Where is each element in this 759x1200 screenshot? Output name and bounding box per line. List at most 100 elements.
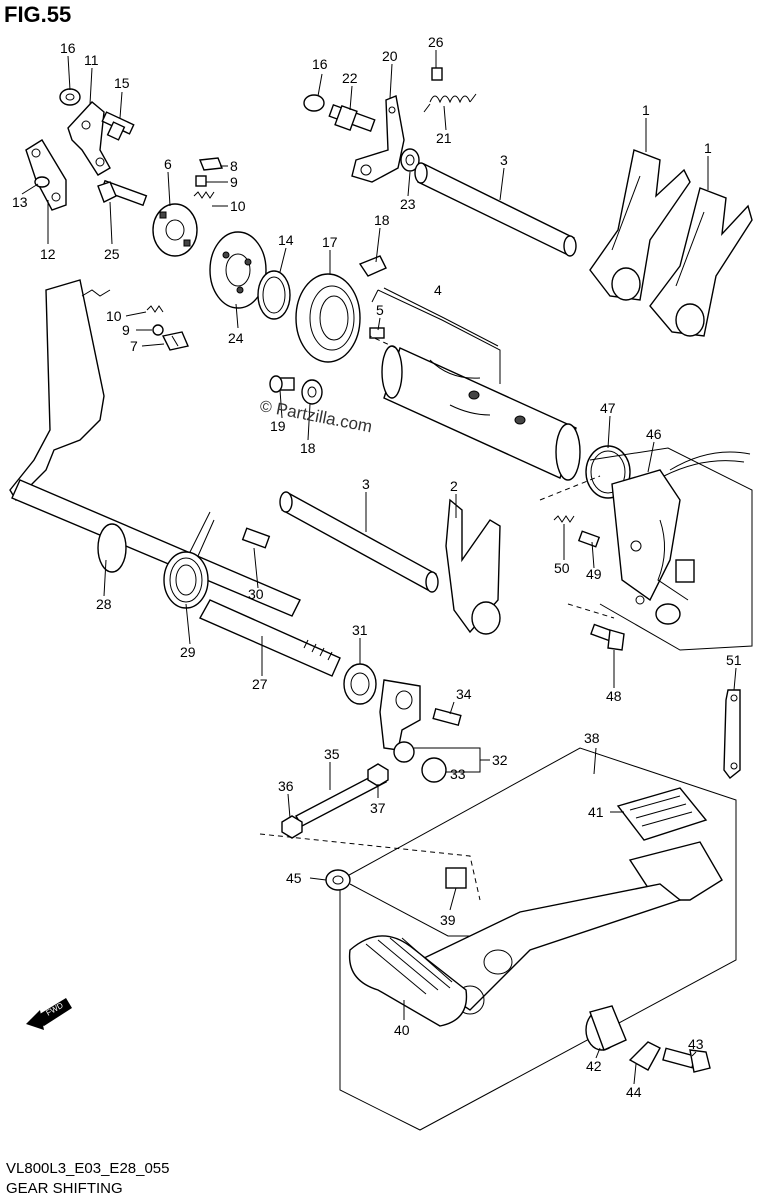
part-5-pin — [369, 327, 385, 339]
callout-1-second: 1 — [704, 140, 712, 156]
part-36-nut — [281, 815, 303, 839]
callout-24: 24 — [228, 330, 244, 346]
callout-35: 35 — [324, 746, 340, 762]
leader-lines — [21, 50, 737, 1085]
callout-29: 29 — [180, 644, 196, 660]
part-17-bearing — [295, 273, 361, 363]
part-14-o-ring — [257, 270, 291, 320]
part-7-pawl — [161, 331, 189, 351]
callout-18: 18 — [374, 212, 390, 228]
part-3-fork-shaft-lower — [279, 491, 439, 593]
drum-bracket-outline — [383, 287, 499, 347]
part-6-cam-driven-gear — [152, 203, 198, 257]
part-10-spring — [193, 191, 215, 199]
callout-18-lower: 18 — [300, 440, 316, 456]
callout-51: 51 — [726, 652, 742, 668]
callout-38: 38 — [584, 730, 600, 746]
part-43-bolt — [662, 1047, 711, 1073]
callout-25: 25 — [104, 246, 120, 262]
part-26-bolt — [431, 67, 443, 81]
figure-title: FIG.55 — [4, 2, 72, 27]
part-33-joint — [421, 757, 447, 783]
part-9-pin — [195, 175, 207, 187]
part-3-fork-shaft-upper — [414, 162, 577, 257]
part-16-nut — [303, 94, 325, 112]
part-39-bolt — [445, 867, 467, 889]
part-41-front-pad — [616, 787, 708, 841]
callout-3: 3 — [500, 152, 508, 168]
switch-box-outline — [589, 447, 753, 651]
callout-16-upper: 16 — [312, 56, 328, 72]
part-20-plate — [351, 95, 405, 183]
callout-37: 37 — [370, 800, 386, 816]
part-34-bolt — [432, 707, 462, 727]
callout-7: 7 — [130, 338, 138, 354]
part-15-pin — [101, 111, 135, 141]
figure-code: VL800L3_E03_E28_055 — [6, 1160, 170, 1177]
callout-44: 44 — [626, 1084, 642, 1100]
callout-1: 1 — [642, 102, 650, 118]
callout-21: 21 — [436, 130, 452, 146]
part-13-bolt — [34, 176, 50, 188]
part-8-pawl — [199, 157, 223, 171]
part-2-shift-fork — [445, 498, 501, 635]
callout-2: 2 — [450, 478, 458, 494]
part-50-spring — [553, 515, 575, 523]
callout-9-lower: 9 — [122, 322, 130, 338]
callout-10-lower: 10 — [106, 308, 122, 324]
callout-14: 14 — [278, 232, 294, 248]
callout-30: 30 — [248, 586, 264, 602]
callout-41: 41 — [588, 804, 604, 820]
part-22-bolt — [328, 103, 376, 133]
part-9-pin-lower — [152, 324, 164, 336]
part-42-bushing — [585, 1005, 627, 1051]
callout-20: 20 — [382, 48, 398, 64]
callout-6: 6 — [164, 156, 172, 172]
callout-3-lower: 3 — [362, 476, 370, 492]
part-12-stopper-arm — [25, 139, 67, 211]
part-25-bolt — [97, 179, 148, 207]
part-18-washer-lower — [301, 379, 323, 405]
callout-43: 43 — [688, 1036, 704, 1052]
callout-49: 49 — [586, 566, 602, 582]
part-10-spring-lower — [146, 305, 164, 313]
part-24-cam-stopper — [209, 231, 267, 309]
callout-4: 4 — [434, 282, 442, 298]
callout-45: 45 — [286, 870, 302, 886]
callout-10: 10 — [230, 198, 246, 214]
part-44-washer — [628, 1041, 661, 1071]
callout-39: 39 — [440, 912, 456, 928]
callout-19: 19 — [270, 418, 286, 434]
copyright-icon: © — [258, 397, 274, 417]
part-4-shift-drum — [381, 345, 581, 481]
part-40-rubber-peg — [348, 935, 468, 1027]
callout-5: 5 — [376, 302, 384, 318]
part-31-oil-seal — [343, 663, 377, 705]
part-37-nut — [367, 763, 389, 787]
part-shift-arm — [379, 679, 421, 751]
callout-13: 13 — [12, 194, 28, 210]
callout-11: 11 — [84, 52, 99, 68]
callout-33: 33 — [450, 766, 466, 782]
part-38-box-frame — [339, 747, 737, 1131]
callout-26: 26 — [428, 34, 444, 50]
part-27-gearshift-shaft-spline — [199, 599, 341, 677]
part-16-washer — [59, 88, 81, 106]
part-1-shift-fork-b — [649, 187, 753, 337]
callout-40: 40 — [394, 1022, 410, 1038]
part-51-clamp — [723, 689, 741, 779]
part-18-washer-upper — [358, 255, 387, 277]
part-32-joint — [393, 741, 415, 763]
callout-31: 31 — [352, 622, 368, 638]
callout-16: 16 — [60, 40, 76, 56]
part-30-bolt — [241, 527, 271, 549]
part-1-shift-fork-a — [589, 149, 691, 301]
callout-46: 46 — [646, 426, 662, 442]
part-28-gearshift-shaft — [9, 279, 301, 617]
part-49-pin — [577, 530, 601, 548]
part-45-nut — [325, 869, 351, 891]
callout-36: 36 — [278, 778, 294, 794]
fwd-arrow-icon: FWD — [26, 998, 72, 1030]
callout-34: 34 — [456, 686, 472, 702]
